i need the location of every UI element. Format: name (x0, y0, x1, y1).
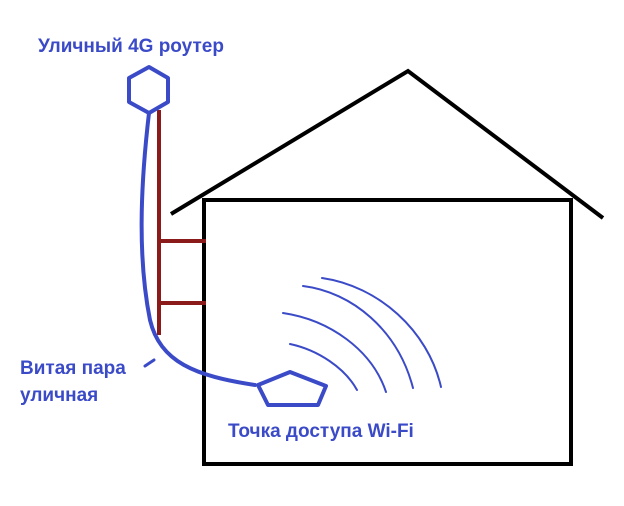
cable-label-line-2: уличная (20, 385, 99, 406)
cable-label-pointer (143, 358, 156, 368)
twisted-pair-cable (139, 111, 257, 387)
router-hexagon-icon (127, 65, 170, 115)
wifi-waves (282, 277, 442, 393)
wifi-wave-3 (302, 285, 414, 389)
house-roof (169, 68, 605, 220)
cable-label: Витая пара уличная (20, 355, 126, 409)
house (169, 68, 605, 466)
wifi-wave-2 (282, 312, 387, 393)
wifi-wave-1 (289, 343, 358, 391)
house-walls (202, 198, 573, 466)
cable-label-line-1: Витая пара (20, 358, 126, 379)
access-point-label: Точка доступа Wi-Fi (228, 421, 414, 442)
router-label: Уличный 4G роутер (38, 36, 224, 57)
router-mast (157, 110, 206, 335)
wifi-wave-4 (321, 277, 442, 388)
access-point-pentagon-icon (256, 370, 328, 407)
